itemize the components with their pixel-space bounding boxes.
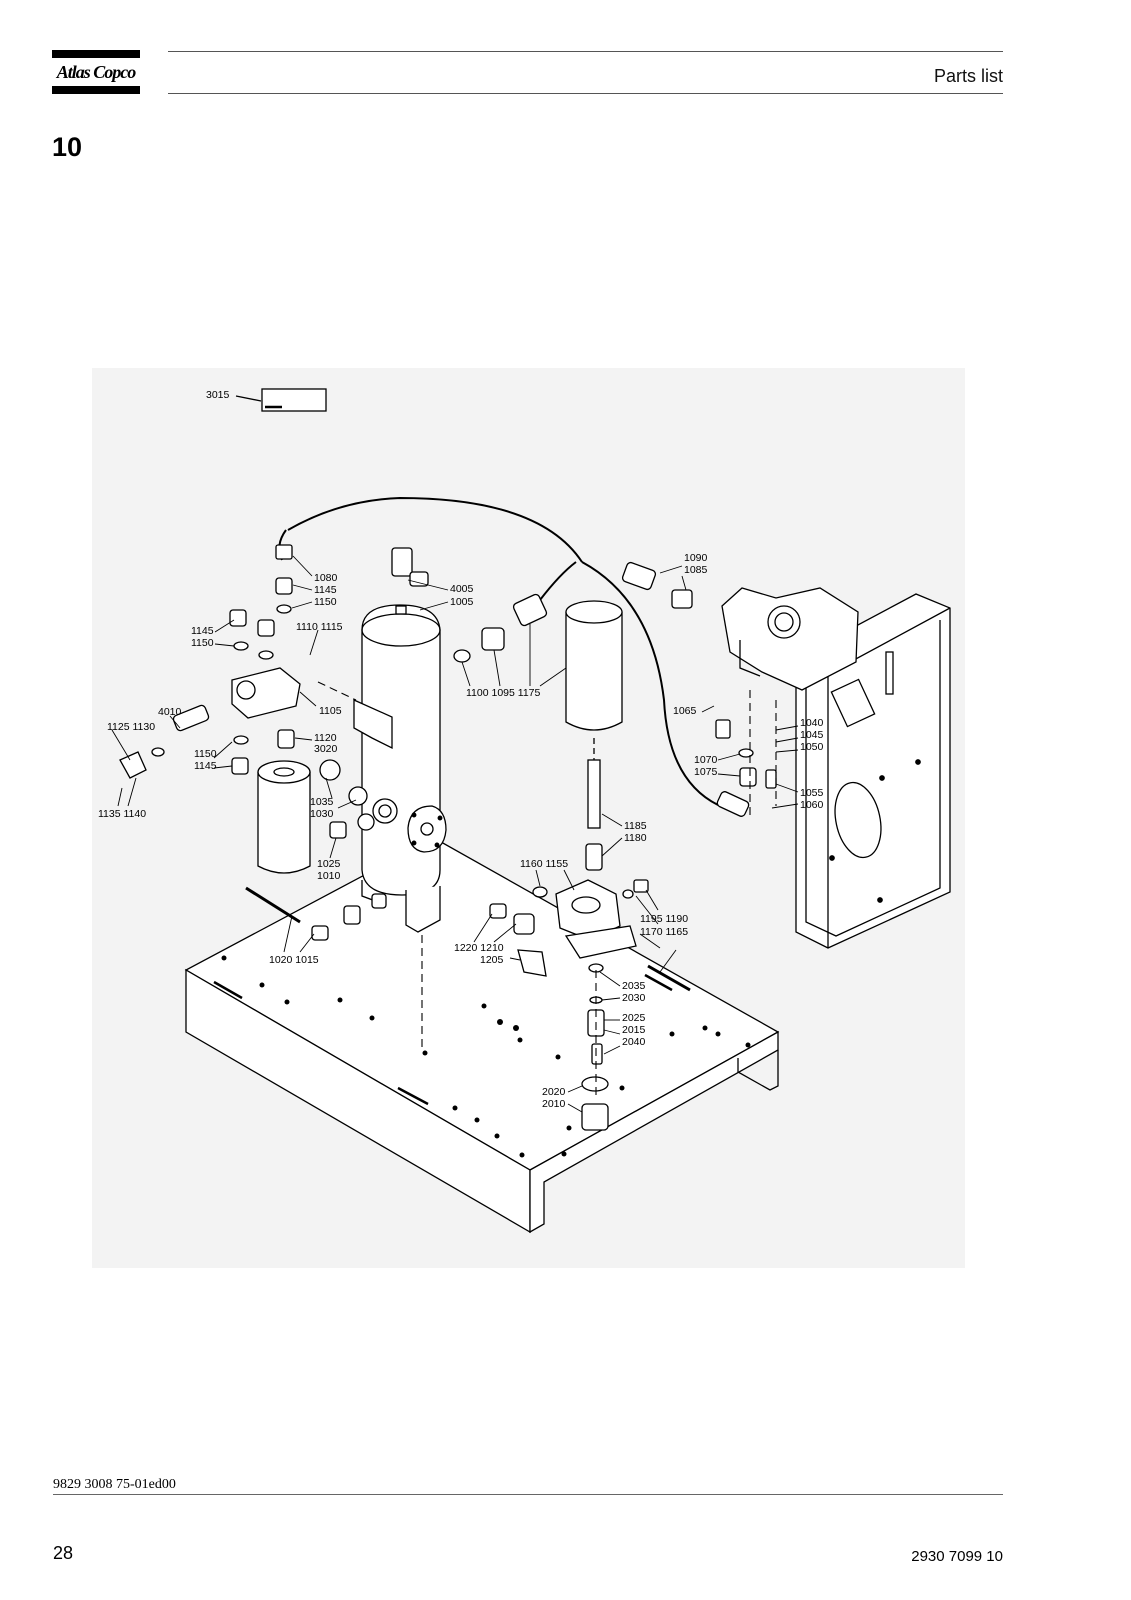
callout-1110-1115: 1110 1115 (296, 621, 343, 633)
callout-2040: 2040 (622, 1036, 646, 1048)
callout-1070: 1070 (694, 754, 718, 766)
callout-1180: 1180 (624, 832, 647, 844)
inlet-valve-assembly (721, 587, 859, 691)
decal-3015 (261, 388, 327, 412)
base-frame (184, 837, 780, 1234)
exploded-parts-drawing: 3015 1080 1145 1150 1145 1150 1110 1115 … (92, 368, 965, 1268)
side-panel (795, 593, 951, 949)
page-number: 28 (53, 1543, 74, 1563)
callout-1145: 1145 (194, 760, 217, 772)
callout-2030: 2030 (622, 992, 646, 1004)
fittings (119, 544, 777, 1131)
callout-1170-1165: 1170 1165 (640, 926, 688, 938)
callout-4005: 4005 (450, 583, 474, 595)
callout-1195-1190: 1195 1190 (640, 913, 688, 925)
callout-2010: 2010 (542, 1098, 566, 1110)
callout-1080: 1080 (314, 572, 338, 584)
callout-1005: 1005 (450, 596, 474, 608)
callout-2025: 2025 (622, 1012, 646, 1024)
callout-1120: 1120 (314, 732, 337, 744)
callout-1220-1210: 1220 1210 (454, 942, 504, 954)
callout-1145: 1145 (314, 584, 337, 596)
callout-1090: 1090 (684, 552, 708, 564)
callout-1010: 1010 (317, 870, 341, 882)
callout-1050: 1050 (800, 741, 824, 753)
callout-2020: 2020 (542, 1086, 566, 1098)
section-number: 10 (52, 132, 83, 162)
callout-2035: 2035 (622, 980, 646, 992)
callout-1045: 1045 (800, 729, 824, 741)
air-receiver-tank (353, 604, 447, 933)
callout-1030: 1030 (310, 808, 334, 820)
header-rule-top (168, 51, 1003, 52)
callout-1150: 1150 (191, 637, 214, 649)
callout-1150: 1150 (194, 748, 217, 760)
document-code: 9829 3008 75-01ed00 (53, 1477, 176, 1492)
callout-2015: 2015 (622, 1024, 646, 1036)
atlas-copco-logo: Atlas Copco (52, 50, 140, 94)
header-title: Parts list (933, 66, 1003, 86)
callout-1205: 1205 (480, 954, 504, 966)
callout-4010: 4010 (158, 706, 182, 718)
oil-filter-element (257, 760, 311, 874)
callout-1150: 1150 (314, 596, 337, 608)
callout-3015: 3015 (206, 389, 230, 401)
logo-wordmark: Atlas Copco (56, 62, 137, 82)
footer-rule (53, 1494, 1003, 1495)
callout-1160-1155: 1160 1155 (520, 858, 568, 870)
callout-1125-1130: 1125 1130 (107, 721, 155, 733)
callout-1060: 1060 (800, 799, 824, 811)
callout-1085: 1085 (684, 564, 708, 576)
callout-1025: 1025 (317, 858, 341, 870)
logo-bar-bottom (52, 86, 140, 94)
callout-1020-1015: 1020 1015 (269, 954, 319, 966)
callout-3020: 3020 (314, 743, 338, 755)
separator-element (565, 600, 623, 829)
callout-1135-1140: 1135 1140 (98, 808, 146, 820)
callout-1075: 1075 (694, 766, 718, 778)
callout-1100-1095-1175: 1100 1095 1175 (466, 687, 541, 699)
callout-1185: 1185 (624, 820, 647, 832)
callout-1035: 1035 (310, 796, 334, 808)
callout-1145: 1145 (191, 625, 214, 637)
callout-1105: 1105 (319, 705, 342, 717)
header-rule-bottom (168, 93, 1003, 94)
logo-bar-top (52, 50, 140, 58)
callout-1040: 1040 (800, 717, 824, 729)
callout-1055: 1055 (800, 787, 824, 799)
part-number: 2930 7099 10 (911, 1548, 1003, 1565)
callout-1065: 1065 (673, 705, 697, 717)
callout-labels: 3015 1080 1145 1150 1145 1150 1110 1115 … (98, 389, 824, 1110)
